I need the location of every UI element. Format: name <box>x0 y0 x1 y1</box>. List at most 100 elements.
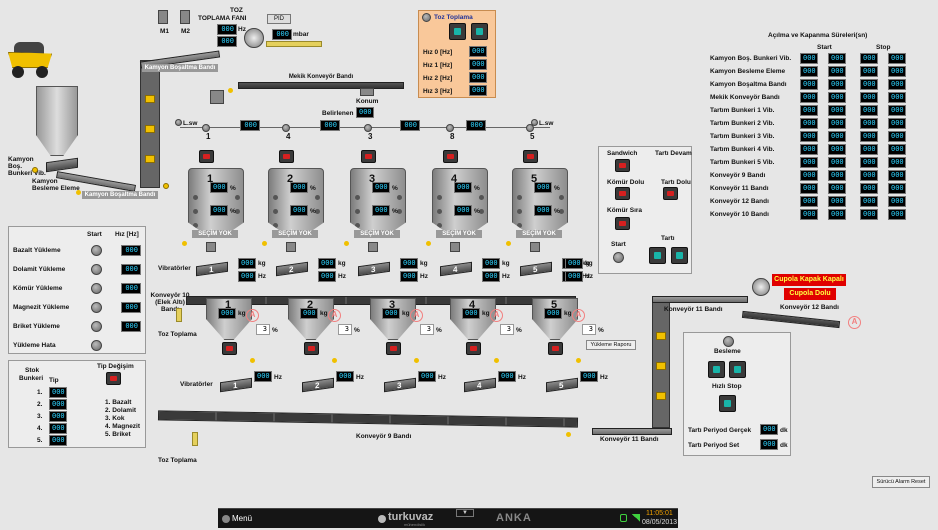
timer-value-display[interactable]: 000 <box>800 157 818 168</box>
weigher-vibrator[interactable]: 1 <box>220 377 252 393</box>
timer-value-display[interactable]: 000 <box>800 170 818 181</box>
silo-motor[interactable] <box>368 242 378 252</box>
silo-status-dot[interactable] <box>506 241 511 246</box>
pid-button[interactable]: PID <box>267 14 291 24</box>
weigher-vibrator[interactable]: 4 <box>464 377 496 393</box>
silo-status-dot[interactable] <box>344 241 349 246</box>
weigher-alarm-icon[interactable]: A <box>410 309 423 322</box>
komur-dolu-button[interactable] <box>615 187 630 200</box>
bunker-status-dot[interactable] <box>32 167 38 173</box>
weigher-select-button[interactable] <box>304 342 319 355</box>
loading-start-led[interactable] <box>91 321 102 332</box>
kamyon-bottom-dot[interactable] <box>163 183 169 189</box>
silo-motor[interactable] <box>206 242 216 252</box>
fan-icon[interactable] <box>244 28 264 48</box>
toz-start-button[interactable] <box>449 23 466 40</box>
weigher-status-dot[interactable] <box>414 358 419 363</box>
mekik-motor[interactable] <box>210 90 224 104</box>
m2-motor[interactable] <box>180 10 190 24</box>
mekik-belt[interactable] <box>238 82 404 89</box>
loading-start-led[interactable] <box>91 283 102 294</box>
weigher-pct-input[interactable]: 3 <box>338 324 352 335</box>
timer-value-display[interactable]: 000 <box>860 118 878 129</box>
loading-start-led[interactable] <box>91 264 102 275</box>
timer-value-display[interactable]: 000 <box>860 196 878 207</box>
timer-value-display[interactable]: 000 <box>800 183 818 194</box>
tarti-stop-button[interactable] <box>671 247 688 264</box>
silo-status-dot[interactable] <box>426 241 431 246</box>
weigher-vibrator[interactable]: 5 <box>546 377 578 393</box>
weigher-pct-input[interactable]: 3 <box>582 324 596 335</box>
loading-start-led[interactable] <box>91 245 102 256</box>
sandwich-button[interactable] <box>615 159 630 172</box>
weigher-select-button[interactable] <box>222 342 237 355</box>
timer-value-display[interactable]: 000 <box>860 183 878 194</box>
timer-value-display[interactable]: 000 <box>800 144 818 155</box>
alarm-reset-button[interactable]: Sürücü Alarm Reset <box>872 476 930 488</box>
tarti-dolu-button[interactable] <box>663 187 678 200</box>
silo-status-dot[interactable] <box>262 241 267 246</box>
weigher-status-dot[interactable] <box>576 358 581 363</box>
silo-motor[interactable] <box>530 242 540 252</box>
weigher-pct-input[interactable]: 3 <box>500 324 514 335</box>
weigher-vibrator[interactable]: 2 <box>302 377 334 393</box>
lock-icon[interactable] <box>620 514 627 522</box>
timer-value-display[interactable]: 000 <box>800 53 818 64</box>
menu-icon[interactable] <box>222 515 230 523</box>
cupola-fan-icon[interactable] <box>752 278 770 296</box>
silo-select-button[interactable] <box>279 150 294 163</box>
hizli-stop-button[interactable] <box>719 395 736 412</box>
silo-motor[interactable] <box>450 242 460 252</box>
timer-value-display[interactable]: 000 <box>860 209 878 220</box>
weigher-select-button[interactable] <box>386 342 401 355</box>
weigher-select-button[interactable] <box>548 342 563 355</box>
silo-vibrator[interactable]: 4 <box>440 261 472 277</box>
konveyor9-dot[interactable] <box>566 432 571 437</box>
timer-value-display[interactable]: 000 <box>860 131 878 142</box>
besleme-start-button[interactable] <box>708 361 725 378</box>
tip-degisim-button[interactable] <box>106 372 121 385</box>
toz-stop-button[interactable] <box>471 23 488 40</box>
besleme-dot[interactable] <box>76 190 81 195</box>
timer-value-display[interactable]: 000 <box>860 66 878 77</box>
chevron-down-icon[interactable]: ▼ <box>456 509 474 517</box>
timer-value-display[interactable]: 000 <box>800 105 818 116</box>
timer-value-display[interactable]: 000 <box>860 105 878 116</box>
silo-vibrator[interactable]: 1 <box>196 261 228 277</box>
tarti-start-button[interactable] <box>649 247 666 264</box>
silo-select-button[interactable] <box>523 150 538 163</box>
bunker-vibrator[interactable] <box>46 157 78 173</box>
network-icon[interactable] <box>632 514 640 522</box>
weigher-pct-input[interactable]: 3 <box>420 324 434 335</box>
timer-value-display[interactable]: 000 <box>860 53 878 64</box>
konveyor11-bottom[interactable] <box>592 428 672 435</box>
silo-status-dot[interactable] <box>182 241 187 246</box>
timer-value-display[interactable]: 000 <box>800 79 818 90</box>
timer-value-display[interactable]: 000 <box>800 196 818 207</box>
silo-select-button[interactable] <box>199 150 214 163</box>
weigher-vibrator[interactable]: 3 <box>384 377 416 393</box>
konveyor12-belt[interactable] <box>741 310 841 329</box>
timer-value-display[interactable]: 000 <box>860 170 878 181</box>
menu-button[interactable]: Menü <box>232 514 253 523</box>
silo-vibrator[interactable]: 2 <box>276 261 308 277</box>
timer-value-display[interactable]: 000 <box>800 209 818 220</box>
konveyor11-top[interactable] <box>652 296 748 303</box>
konveyor9-belt[interactable] <box>157 410 579 428</box>
report-button[interactable]: Yükleme Raporu <box>586 340 636 350</box>
silo-select-button[interactable] <box>361 150 376 163</box>
weigher-alarm-icon[interactable]: A <box>490 309 503 322</box>
komur-sira-button[interactable] <box>615 217 630 230</box>
timer-value-display[interactable]: 000 <box>860 92 878 103</box>
weigher-status-dot[interactable] <box>250 358 255 363</box>
weigher-alarm-icon[interactable]: A <box>246 309 259 322</box>
weigher-status-dot[interactable] <box>494 358 499 363</box>
weigher-pct-input[interactable]: 3 <box>256 324 270 335</box>
weigher-select-button[interactable] <box>466 342 481 355</box>
silo-select-button[interactable] <box>443 150 458 163</box>
weigher-alarm-icon[interactable]: A <box>572 309 585 322</box>
silo-vibrator[interactable]: 5 <box>520 261 552 277</box>
m1-motor[interactable] <box>158 10 168 24</box>
silo-motor[interactable] <box>286 242 296 252</box>
timer-value-display[interactable]: 000 <box>860 157 878 168</box>
